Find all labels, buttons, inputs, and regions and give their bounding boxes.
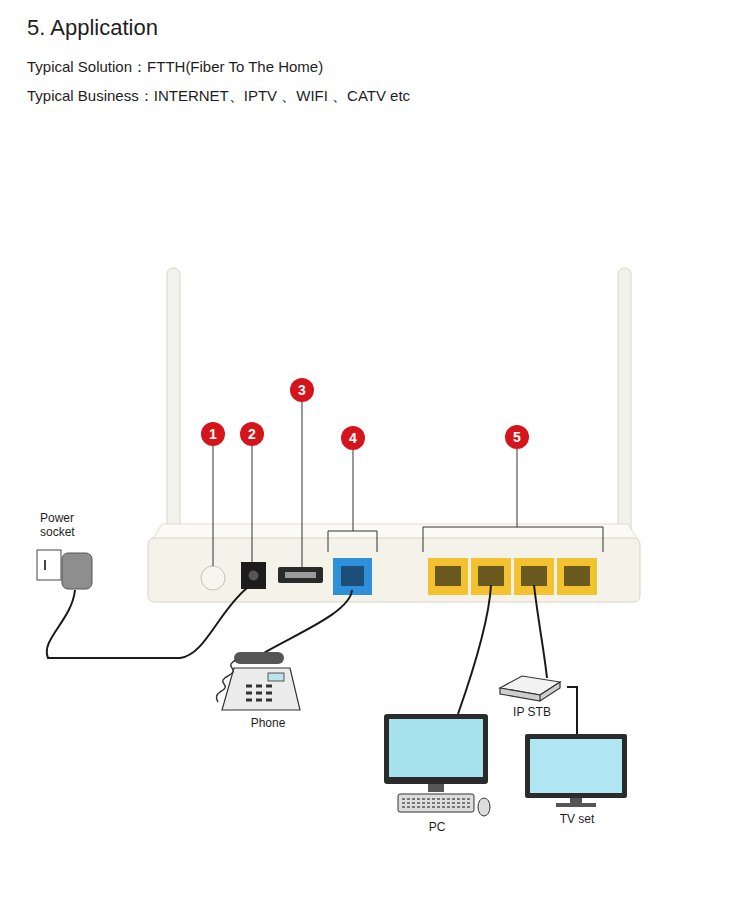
tv-stand xyxy=(570,798,582,803)
pc-stand xyxy=(428,784,444,792)
pc-screen xyxy=(389,719,483,777)
dc-jack-hole xyxy=(249,571,259,581)
callout-circle xyxy=(201,422,225,446)
phone-cable xyxy=(262,590,352,654)
phone-body xyxy=(222,668,300,710)
lan-port-hole xyxy=(478,566,504,586)
cable xyxy=(567,687,577,734)
dc-jack xyxy=(241,562,266,589)
lan-port-hole xyxy=(521,566,547,586)
power-button xyxy=(201,566,225,590)
wall-socket-slot xyxy=(44,560,46,570)
phone-port-hole xyxy=(341,566,364,586)
device-label: IP STB xyxy=(497,705,567,719)
callout-circle xyxy=(341,426,365,450)
tv-base xyxy=(556,803,596,807)
lan-port xyxy=(557,558,597,595)
phone-handset xyxy=(234,652,284,664)
power-adapter xyxy=(62,553,92,589)
lan-cable xyxy=(458,585,491,714)
callout-circle xyxy=(240,422,264,446)
device-node: TV set xyxy=(523,734,631,826)
router-body xyxy=(148,538,640,602)
callout-circle xyxy=(290,378,314,402)
lan-port-hole xyxy=(435,566,461,586)
phone-keypad xyxy=(246,686,272,700)
callout-number: 3 xyxy=(290,378,314,402)
pc-keys xyxy=(402,799,470,807)
device-node: Power socket xyxy=(40,511,96,583)
stb-side xyxy=(500,682,560,701)
phone-port xyxy=(333,558,372,595)
phone-screen xyxy=(268,673,284,681)
callout-number: 1 xyxy=(201,422,225,446)
leader-line xyxy=(302,402,303,567)
device-node: PC xyxy=(380,712,494,834)
device-label: PC xyxy=(380,820,494,834)
pc-keyboard xyxy=(398,794,474,812)
device-node: IP STB xyxy=(497,674,567,719)
lan-port xyxy=(428,558,468,595)
tv-screen xyxy=(530,739,622,793)
antenna xyxy=(618,268,631,543)
page-title: 5. Application xyxy=(27,15,158,41)
leader-line xyxy=(353,450,354,531)
power-cable xyxy=(47,588,247,658)
callout-number: 5 xyxy=(505,425,529,449)
device-label: TV set xyxy=(523,812,631,826)
wall-socket xyxy=(37,550,61,580)
callout-circle xyxy=(505,425,529,449)
pc-monitor xyxy=(384,714,488,784)
lan-port-hole xyxy=(564,566,590,586)
device-label: Power socket xyxy=(40,511,96,539)
device-label: Phone xyxy=(220,716,316,730)
callout-number: 4 xyxy=(341,426,365,450)
leader-line xyxy=(517,449,518,527)
tv-frame xyxy=(525,734,627,798)
device-node: Phone xyxy=(220,650,316,730)
leader-line xyxy=(252,446,253,562)
pc-mouse xyxy=(478,798,490,816)
leader-line xyxy=(213,446,214,566)
antenna xyxy=(167,268,180,543)
info-line: Typical Business：INTERNET、IPTV 、WIFI 、CA… xyxy=(27,87,410,106)
bracket xyxy=(423,527,603,552)
info-line: Typical Solution：FTTH(Fiber To The Home) xyxy=(27,58,323,77)
phone-cord xyxy=(216,660,236,702)
bracket xyxy=(328,531,377,552)
usb-tongue xyxy=(285,572,316,578)
callout-number: 2 xyxy=(240,422,264,446)
usb-port xyxy=(278,567,323,583)
lan-cable xyxy=(534,585,547,678)
